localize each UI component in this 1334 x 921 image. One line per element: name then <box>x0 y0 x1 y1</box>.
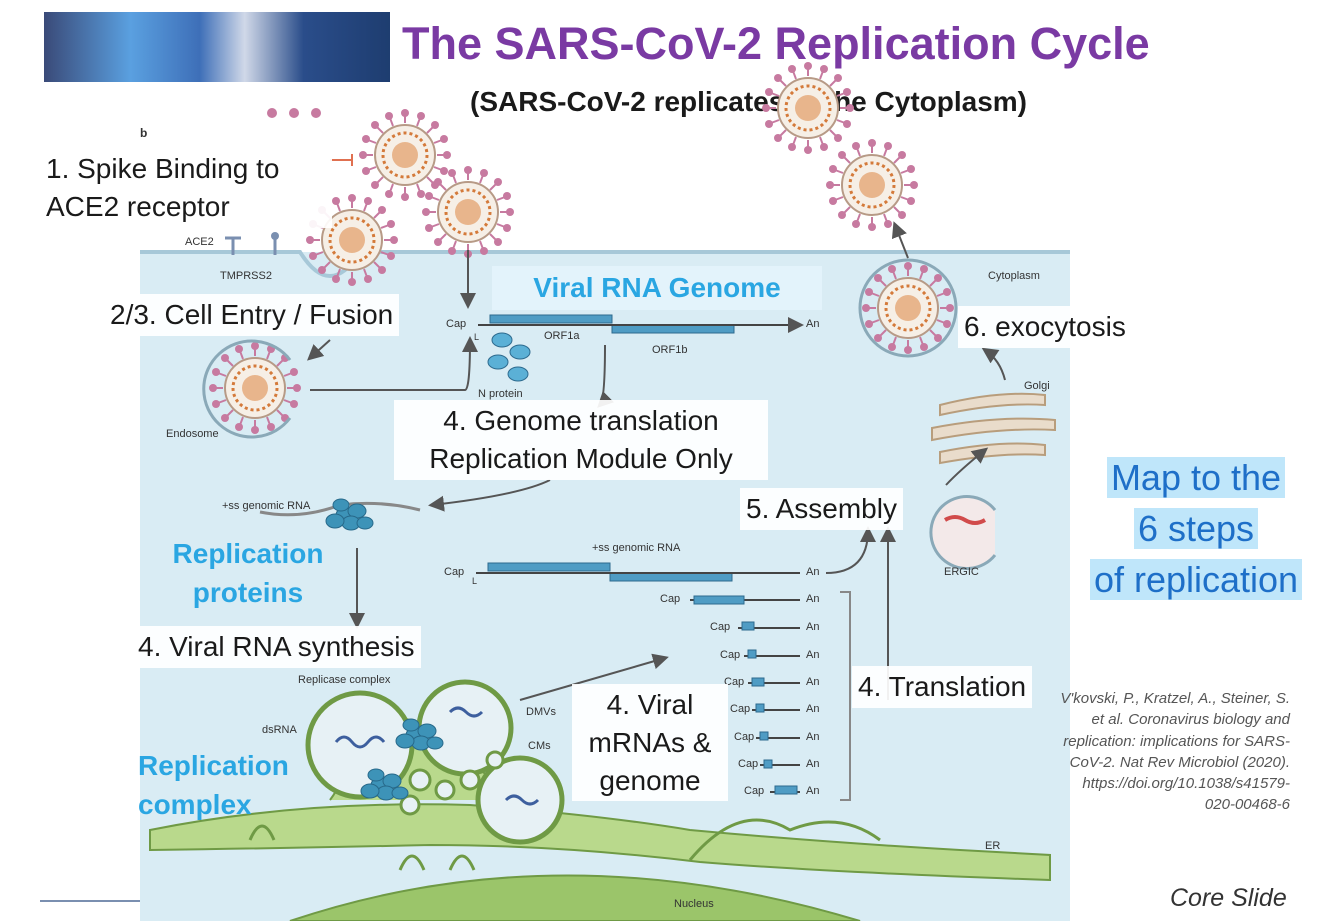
step-exocytosis: 6. exocytosis <box>958 306 1132 348</box>
core-slide-label: Core Slide <box>1170 884 1287 912</box>
cap-label-genome: Cap <box>446 318 467 330</box>
nucleus <box>289 874 861 921</box>
map-note-line-3: of replication <box>1089 559 1303 601</box>
replication-proteins-label: Replication proteins <box>172 538 324 609</box>
orf1b-label: ORF1b <box>652 344 688 356</box>
ladder-cap-7: Cap <box>738 758 759 770</box>
ladder-an-1: An <box>806 593 820 605</box>
cytoplasm-label: Cytoplasm <box>988 270 1040 282</box>
dsrna-label: dsRNA <box>262 724 297 736</box>
footer-rule <box>40 900 140 902</box>
page-subtitle: (SARS-CoV-2 replicates in the Cytoplasm) <box>470 86 1028 117</box>
map-note: Map to the 6 steps of replication <box>1068 452 1324 605</box>
ladder-cap-1: Cap <box>660 593 681 605</box>
cms-label: CMs <box>528 740 551 752</box>
n-protein-label: N protein <box>478 388 523 400</box>
ss-genomic-rna-label-1: +ss genomic RNA <box>222 500 311 512</box>
step-spike-binding: 1. Spike Binding to ACE2 receptor <box>40 148 332 228</box>
ergic-label: ERGIC <box>944 566 979 578</box>
step-translation: 4. Translation <box>852 666 1033 708</box>
ladder-cap-3: Cap <box>720 649 741 661</box>
ladder-an-6: An <box>806 731 820 743</box>
replicase-complex-label: Replicase complex <box>298 674 391 686</box>
ladder-cap-2: Cap <box>710 621 731 633</box>
ladder-cap-5: Cap <box>730 703 751 715</box>
ladder-an-8: An <box>806 785 820 797</box>
er-label: ER <box>985 840 1001 852</box>
ladder-an-4: An <box>806 676 820 688</box>
step-viral-mrnas: 4. Viral mRNAs & genome <box>572 684 728 802</box>
ladder-cap-8: Cap <box>744 785 765 797</box>
viral-rna-genome-label: Viral RNA Genome <box>492 266 822 310</box>
golgi-label: Golgi <box>1024 380 1050 392</box>
ss-genomic-rna-label-2: +ss genomic RNA <box>592 542 681 554</box>
dmvs-label: DMVs <box>526 706 556 718</box>
step-cell-entry: 2/3. Cell Entry / Fusion <box>104 294 400 336</box>
citation: V'kovski, P., Kratzel, A., Steiner, S. e… <box>1060 690 1290 814</box>
endoplasmic-reticulum <box>149 803 1051 882</box>
ladder-cap-4: Cap <box>724 676 745 688</box>
ace2-label: ACE2 <box>185 236 214 248</box>
ladder-l-0: L <box>472 576 478 586</box>
map-note-line-2: 6 steps <box>1133 508 1259 550</box>
step-assembly: 5. Assembly <box>740 488 903 530</box>
map-note-line-1: Map to the <box>1106 457 1286 498</box>
ladder-cap-0: Cap <box>444 566 465 578</box>
ladder-an-7: An <box>806 758 820 770</box>
tmprss2-label: TMPRSS2 <box>220 270 272 282</box>
nucleus-label: Nucleus <box>674 898 714 910</box>
replication-complex-label: Replication complex <box>138 750 289 821</box>
an-label-genome: An <box>806 318 820 330</box>
ladder-an-0: An <box>806 566 820 578</box>
step-rna-synthesis: 4. Viral RNA synthesis <box>132 626 421 668</box>
ladder-an-3: An <box>806 649 820 661</box>
figure-letter: b <box>140 126 148 140</box>
endosome-label: Endosome <box>166 428 219 440</box>
page-title: The SARS-CoV-2 Replication Cycle <box>402 18 1150 69</box>
header-banner <box>44 12 390 82</box>
orf1a-label: ORF1a <box>544 330 580 342</box>
ladder-an-5: An <box>806 703 820 715</box>
ladder-cap-6: Cap <box>734 731 755 743</box>
ladder-an-2: An <box>806 621 820 633</box>
step-genome-translation: 4. Genome translation Replication Module… <box>394 400 768 480</box>
l-label-genome: L <box>474 332 480 342</box>
